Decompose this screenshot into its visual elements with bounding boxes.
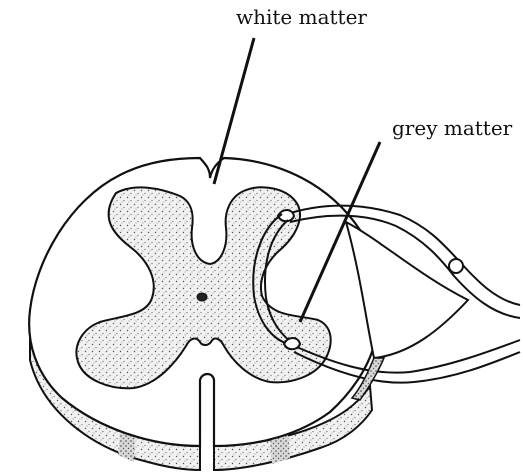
white-matter-label: white matter [236,5,367,29]
central-canal [197,293,207,301]
ventral-root-synapse [284,338,300,349]
dorsal-root-ganglion-cell [449,259,463,273]
grey-matter-label: grey matter [392,116,513,140]
